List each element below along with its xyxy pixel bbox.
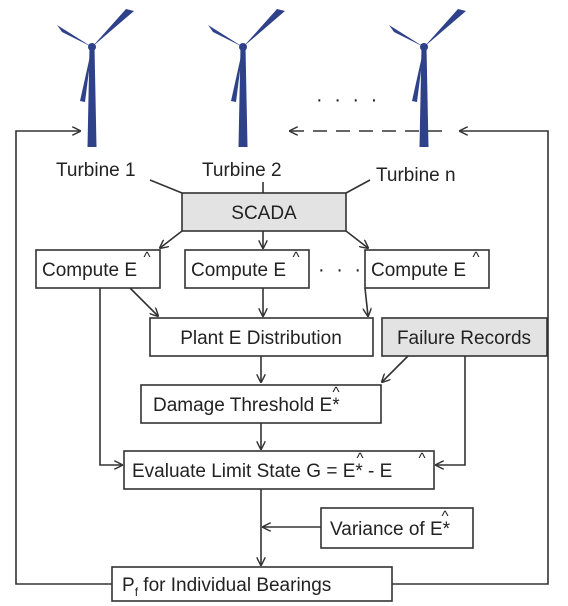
damage-threshold-label: Damage Threshold E*	[153, 395, 340, 416]
scada-box	[181, 192, 347, 232]
compute-box-1	[35, 249, 161, 289]
wind-turbine-2-icon	[208, 9, 285, 147]
damage-threshold-hat: ^	[332, 384, 339, 401]
failure-records-label: Failure Records	[397, 328, 531, 349]
limit-state-hat-1: ^	[356, 450, 363, 467]
pf-label: Pf for Individual Bearings	[122, 575, 331, 599]
feedback-left-to-turbine1	[15, 131, 112, 585]
limit-state-hat-2: ^	[418, 450, 425, 467]
pf-box	[111, 566, 393, 602]
variance-label: Variance of E*	[330, 519, 451, 540]
compute-n-hat: ^	[472, 249, 479, 266]
compute-box-2	[184, 249, 310, 289]
turbine-2-label: Turbine 2	[202, 160, 282, 181]
turbine-n-label: Turbine n	[376, 165, 456, 186]
scada-label: SCADA	[231, 203, 297, 224]
limit-state-label: Evaluate Limit State G = E* - E	[132, 461, 392, 482]
compute-2-label: Compute E	[191, 260, 286, 281]
compute-box-n	[364, 249, 490, 289]
damage-threshold-box	[140, 384, 382, 424]
arrow-scada-compute-n	[345, 230, 368, 248]
compute-1-label: Compute E	[42, 260, 137, 281]
feedback-right-to-turbinen	[392, 131, 549, 585]
wind-turbine-n-icon	[389, 9, 466, 147]
arrow-computen-plant	[365, 287, 368, 316]
arrow-failure-limit	[436, 356, 466, 465]
compute-1-hat: ^	[143, 249, 150, 266]
connector-turbine1-scada	[149, 179, 183, 194]
compute-2-hat: ^	[292, 249, 299, 266]
compute-ellipsis: · · · ·	[318, 259, 382, 281]
plant-distribution-label: Plant E Distribution	[180, 328, 342, 349]
arrow-scada-compute-1	[160, 230, 183, 248]
compute-n-label: Compute E	[371, 260, 466, 281]
variance-hat: ^	[441, 508, 448, 525]
turbine-ellipsis: · · · ·	[316, 89, 380, 111]
connector-turbinen-scada	[345, 179, 371, 194]
arrow-compute1-limit	[99, 288, 122, 465]
limit-state-box	[123, 450, 435, 490]
variance-box	[320, 507, 474, 549]
turbine-1-label: Turbine 1	[56, 160, 136, 181]
arrow-failure-damage	[382, 355, 409, 382]
wind-turbine-1-icon	[57, 9, 134, 147]
arrow-compute1-plant	[129, 287, 158, 316]
